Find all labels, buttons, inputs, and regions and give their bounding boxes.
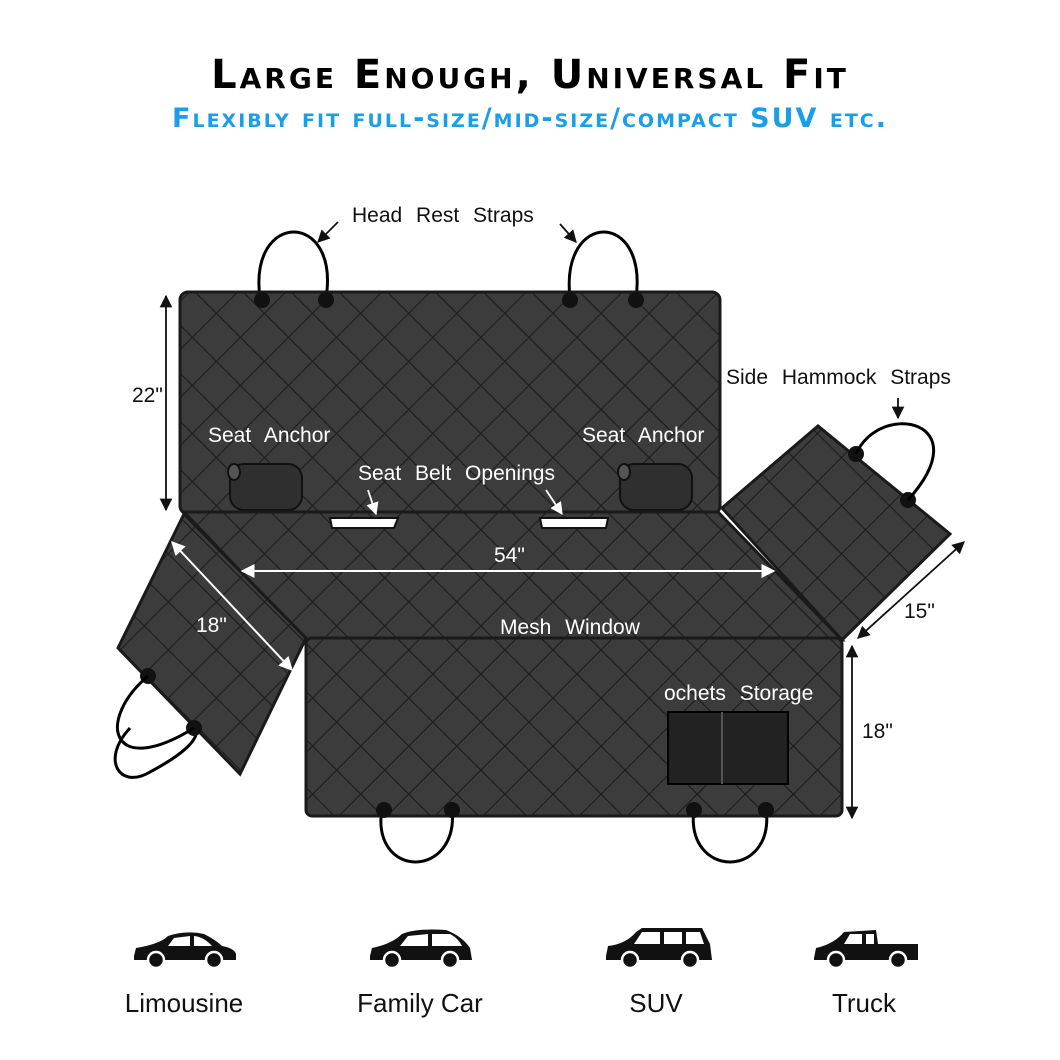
pointer-arrows <box>317 221 905 420</box>
pockets-storage-label: ochets Storage <box>664 682 813 705</box>
front-drop-dimension: 18" <box>862 720 893 743</box>
head-rest-straps-label: Head Rest Straps <box>352 204 534 227</box>
head-rest-strap-loops <box>257 230 639 299</box>
left-flap-dimension: 18" <box>196 614 227 637</box>
seat-anchor-right-label: Seat Anchor <box>582 424 704 447</box>
pickup-truck-icon <box>814 930 918 970</box>
storage-pockets <box>667 711 789 785</box>
seat-anchor-left-label: Seat Anchor <box>208 424 330 447</box>
dimension-lines <box>159 294 965 820</box>
strap-anchor-dots <box>254 292 644 308</box>
vehicle-label-family-car: Family Car <box>357 988 483 1018</box>
backrest-height-dimension: 22" <box>132 384 163 407</box>
vehicle-label-suv: SUV <box>629 988 683 1018</box>
seat-belt-openings <box>328 517 610 529</box>
mesh-window-label: Mesh Window <box>500 616 641 639</box>
width-dimension: 54" <box>494 544 525 567</box>
page-title: Large Enough, Universal Fit <box>211 52 849 98</box>
pointer-arrows-white <box>366 489 563 516</box>
dimension-lines-white <box>171 540 776 672</box>
seat-anchor-tubes <box>227 463 693 511</box>
vehicle-label-truck: Truck <box>831 988 897 1018</box>
seat-belt-openings-label: Seat Belt Openings <box>358 462 555 485</box>
right-flap-dimension: 15" <box>904 600 935 623</box>
hatchback-icon <box>370 929 472 970</box>
page-subtitle: Flexibly fit full-size/mid-size/compact … <box>172 103 888 134</box>
sedan-icon <box>134 932 236 970</box>
side-hammock-straps-label: Side Hammock Straps <box>726 366 951 389</box>
vehicle-label-limousine: Limousine <box>124 988 244 1018</box>
suv-icon <box>606 928 712 970</box>
